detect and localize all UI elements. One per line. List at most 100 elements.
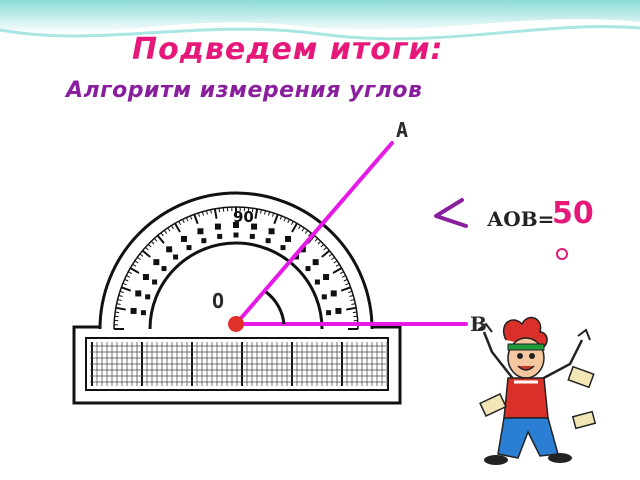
protractor-tick [345, 282, 350, 286]
protractor-scale-mark [323, 274, 330, 280]
protractor-scale-mark [321, 294, 327, 300]
protractor-scale-mark [280, 245, 286, 251]
protractor-tick [189, 215, 193, 220]
protractor-tick [291, 222, 298, 233]
protractor-scale-mark [293, 254, 299, 260]
protractor-scale-mark [251, 223, 258, 230]
protractor-tick [308, 232, 312, 237]
protractor-tick [351, 303, 356, 305]
protractor-tick [134, 260, 139, 264]
protractor-tick [331, 256, 335, 261]
protractor-tick [121, 286, 132, 292]
protractor-tick [251, 208, 254, 213]
protractor-tick [201, 211, 204, 216]
protractor-tick [323, 246, 327, 251]
protractor-scale-mark [152, 279, 158, 285]
point-o-label: O [212, 289, 225, 313]
protractor-tick [350, 299, 355, 301]
protractor-tick [153, 238, 158, 242]
protractor-tick [264, 210, 266, 215]
protractor-tick [290, 221, 294, 226]
vertex-dot-icon [228, 316, 244, 332]
protractor-ticks [114, 207, 358, 330]
protractor-tick [349, 294, 354, 297]
protractor-tick [341, 275, 346, 278]
protractor-tick [287, 219, 290, 224]
protractor-tick [116, 303, 121, 305]
protractor-tick [283, 217, 287, 222]
protractor-scale-mark [330, 290, 337, 297]
protractor-tick [314, 238, 319, 242]
protractor-scale-mark [214, 223, 221, 230]
protractor-scale-mark [326, 310, 332, 316]
ruler [72, 325, 402, 405]
protractor-tick [197, 212, 201, 217]
protractor-tick [218, 208, 221, 213]
protractor-tick [343, 278, 348, 282]
protractor-tick [268, 211, 271, 216]
protractor-tick [271, 212, 275, 217]
protractor-tick [206, 210, 208, 215]
protractor-scale-mark [312, 259, 319, 266]
protractor-tick [321, 249, 331, 258]
protractor-tick [119, 290, 124, 294]
protractor-tick [260, 209, 262, 214]
protractor-tick [137, 256, 141, 261]
protractor-tick [178, 221, 182, 226]
protractor-tick [304, 230, 309, 234]
degree-mark [556, 248, 568, 260]
protractor-tick [115, 306, 126, 311]
protractor-tick [122, 282, 127, 286]
protractor-scale-mark [249, 233, 255, 239]
protractor-tick [150, 240, 155, 245]
protractor-tick [124, 278, 129, 282]
protractor-tick [141, 249, 151, 258]
protractor-tick [126, 275, 131, 278]
protractor-tick [210, 209, 212, 214]
protractor-tick [185, 217, 189, 222]
protractor-tick [333, 260, 338, 264]
header-wave [0, 0, 640, 41]
protractor-tick [182, 219, 185, 224]
protractor-scale-mark [217, 233, 223, 239]
slide-subtitle: Алгоритм измерения углов [66, 78, 423, 103]
protractor-scale-mark [153, 259, 160, 266]
protractor-tick [340, 286, 351, 292]
protractor-tick [328, 253, 333, 257]
protractor-scale-mark [130, 307, 137, 314]
protractor-tick [160, 232, 164, 237]
protractor-tick [118, 294, 123, 297]
protractor-tick [279, 215, 283, 220]
protractor-tick [128, 271, 133, 275]
protractor-scale-mark [265, 238, 271, 244]
protractor-tick [174, 222, 181, 233]
protractor-scale-mark [335, 307, 342, 314]
protractor-tick [115, 311, 120, 314]
protractor-tick [320, 243, 325, 248]
cartoon-student-icon [477, 316, 597, 465]
protractor-scale-mark [181, 235, 187, 242]
point-b-label: B [470, 312, 487, 336]
protractor-scale-mark [314, 279, 320, 285]
protractor-scale-mark [201, 238, 207, 244]
protractor-tick [156, 234, 165, 244]
protractor-tick [139, 253, 144, 257]
protractor-scale-mark [268, 228, 275, 235]
protractor-scale-mark [285, 235, 291, 242]
protractor-tick [213, 208, 218, 219]
protractor-tick [339, 271, 344, 275]
protractor: 90 [98, 191, 374, 330]
protractor-scale-mark [186, 245, 192, 251]
protractor-scale-mark [166, 246, 173, 253]
protractor-scale-mark [233, 222, 239, 228]
protractor-scale-mark [305, 266, 311, 272]
protractor-tick [273, 214, 279, 225]
protractor-tick [298, 225, 302, 230]
angle-symbol-icon [434, 198, 468, 228]
protractor-tick [317, 240, 322, 245]
protractor-tick [332, 267, 343, 274]
protractor-tick [163, 230, 168, 234]
protractor-tick [117, 299, 122, 301]
angle-name: АОВ= [487, 207, 555, 231]
protractor-tick [132, 263, 137, 267]
